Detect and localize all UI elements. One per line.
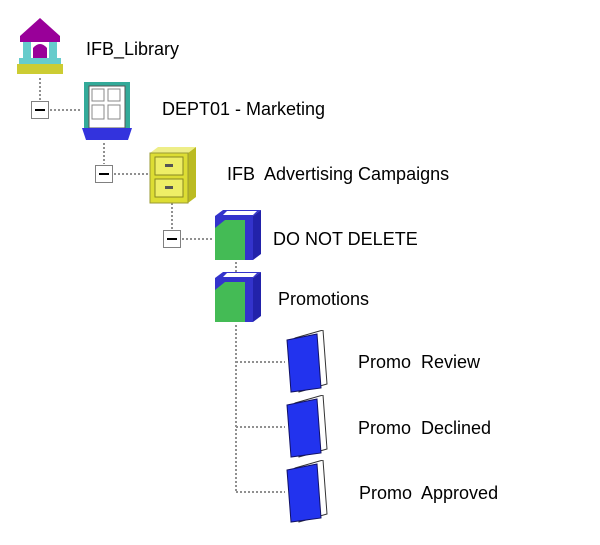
collapse-toggle-department[interactable] bbox=[31, 101, 49, 119]
tree-node-library-label[interactable]: IFB_Library bbox=[86, 39, 180, 59]
tree-node-department-label[interactable]: DEPT01 - Marketing bbox=[162, 99, 326, 119]
collapse-toggle-drawer-do-not-delete[interactable] bbox=[163, 230, 181, 248]
collapse-toggle-cabinet[interactable] bbox=[95, 165, 113, 183]
tree-node-cabinet-label[interactable]: IFB Advertising Campaigns bbox=[227, 164, 450, 184]
tree-node-folder-review-label[interactable]: Promo Review bbox=[358, 352, 481, 372]
folder-icon[interactable] bbox=[283, 395, 333, 459]
drawer-icon[interactable] bbox=[213, 208, 263, 266]
file-cabinet-icon[interactable] bbox=[148, 145, 198, 205]
tree-node-drawer-do-not-delete-label[interactable]: DO NOT DELETE bbox=[273, 229, 418, 249]
tree-node-drawer-promotions-label[interactable]: Promotions bbox=[278, 289, 370, 309]
folder-icon[interactable] bbox=[283, 330, 333, 394]
door-icon[interactable] bbox=[80, 80, 135, 144]
tree-node-folder-declined-label[interactable]: Promo Declined bbox=[358, 418, 492, 438]
folder-icon[interactable] bbox=[283, 460, 333, 524]
library-house-icon[interactable] bbox=[15, 16, 65, 76]
tree-node-folder-approved-label[interactable]: Promo Approved bbox=[359, 483, 499, 503]
drawer-icon[interactable] bbox=[213, 270, 263, 328]
